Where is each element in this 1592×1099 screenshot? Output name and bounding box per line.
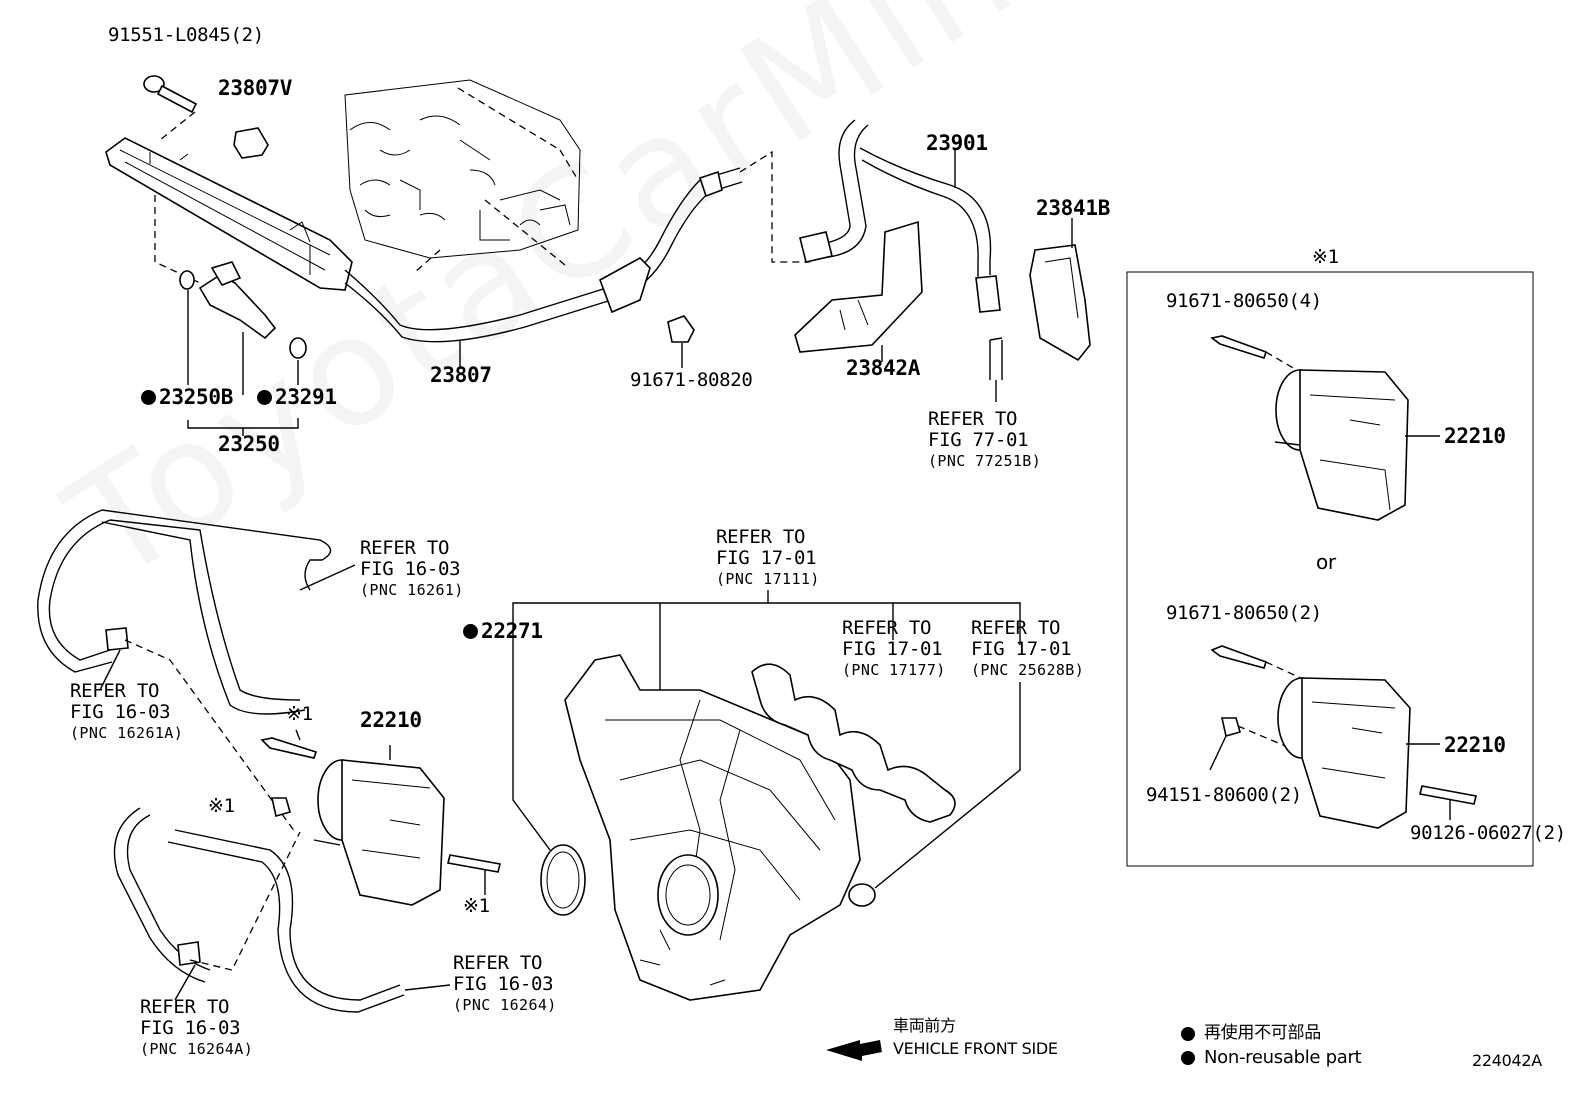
part-label-91551-L0845: 91551-L0845(2) <box>108 24 264 46</box>
nonreusable-dot-icon <box>141 390 156 405</box>
part-label-22271: 22271 <box>463 621 543 642</box>
part-label-91671-80650-4: 91671-80650(4) <box>1166 290 1322 312</box>
part-label-23901: 23901 <box>926 131 988 155</box>
part-label-23250B: 23250B <box>141 387 233 408</box>
nonreusable-label: Non-reusable part <box>1204 1047 1362 1068</box>
part-label-90126-06027: 90126-06027(2) <box>1410 822 1566 844</box>
throttle-body-main-drawing <box>260 729 501 906</box>
nonreusable-dot-icon <box>1181 1051 1195 1065</box>
part-label-23807V: 23807V <box>218 76 293 100</box>
part-label-91671-80820: 91671-80820 <box>630 369 753 391</box>
note-mark: ※1 <box>286 703 313 725</box>
engine-block-drawing <box>344 79 581 273</box>
part-label-23842A: 23842A <box>846 356 921 380</box>
fuel-rail-drawing <box>105 75 353 291</box>
nonreusable-label-jp: 再使用不可部品 <box>1204 1023 1321 1043</box>
part-label-22210-box1: 22210 <box>1444 424 1506 448</box>
or-label: or <box>1316 550 1336 574</box>
nonreusable-dot-icon <box>463 624 478 639</box>
vehicle-front-label-jp: 車両前方 <box>893 1016 956 1035</box>
variant-box <box>1126 271 1534 867</box>
water-hoses-drawing <box>37 509 451 1013</box>
box-throttle-body-1-drawing <box>1210 335 1440 521</box>
intake-manifold-drawing <box>512 590 1021 1001</box>
nonreusable-dot-icon <box>257 390 272 405</box>
note-mark: ※1 <box>1312 246 1339 268</box>
part-label-22210-main: 22210 <box>360 708 422 732</box>
bracket-drawing <box>794 218 1091 362</box>
note-mark: ※1 <box>463 895 490 917</box>
hose-drawing <box>799 119 1003 402</box>
box-throttle-body-2-drawing <box>1209 645 1477 829</box>
diagram-id: 224042A <box>1472 1051 1542 1070</box>
part-label-23841B: 23841B <box>1036 196 1111 220</box>
fuel-line-drawing <box>344 150 810 368</box>
note-mark: ※1 <box>208 795 235 817</box>
injector-drawing <box>179 261 307 436</box>
vehicle-front-arrow-icon <box>826 1040 882 1061</box>
part-label-23807: 23807 <box>430 363 492 387</box>
part-label-91671-80650-2: 91671-80650(2) <box>1166 602 1322 624</box>
diagram-drawing <box>37 75 1534 1065</box>
part-label-94151-80600: 94151-80600(2) <box>1146 784 1302 806</box>
part-label-23250: 23250 <box>218 432 280 456</box>
part-label-23291: 23291 <box>257 387 337 408</box>
part-label-22210-box2: 22210 <box>1444 733 1506 757</box>
vehicle-front-label: VEHICLE FRONT SIDE <box>893 1039 1058 1058</box>
nonreusable-dot-icon <box>1181 1027 1195 1041</box>
parts-diagram: ToyotaCarMine.ru <box>37 0 1566 1070</box>
